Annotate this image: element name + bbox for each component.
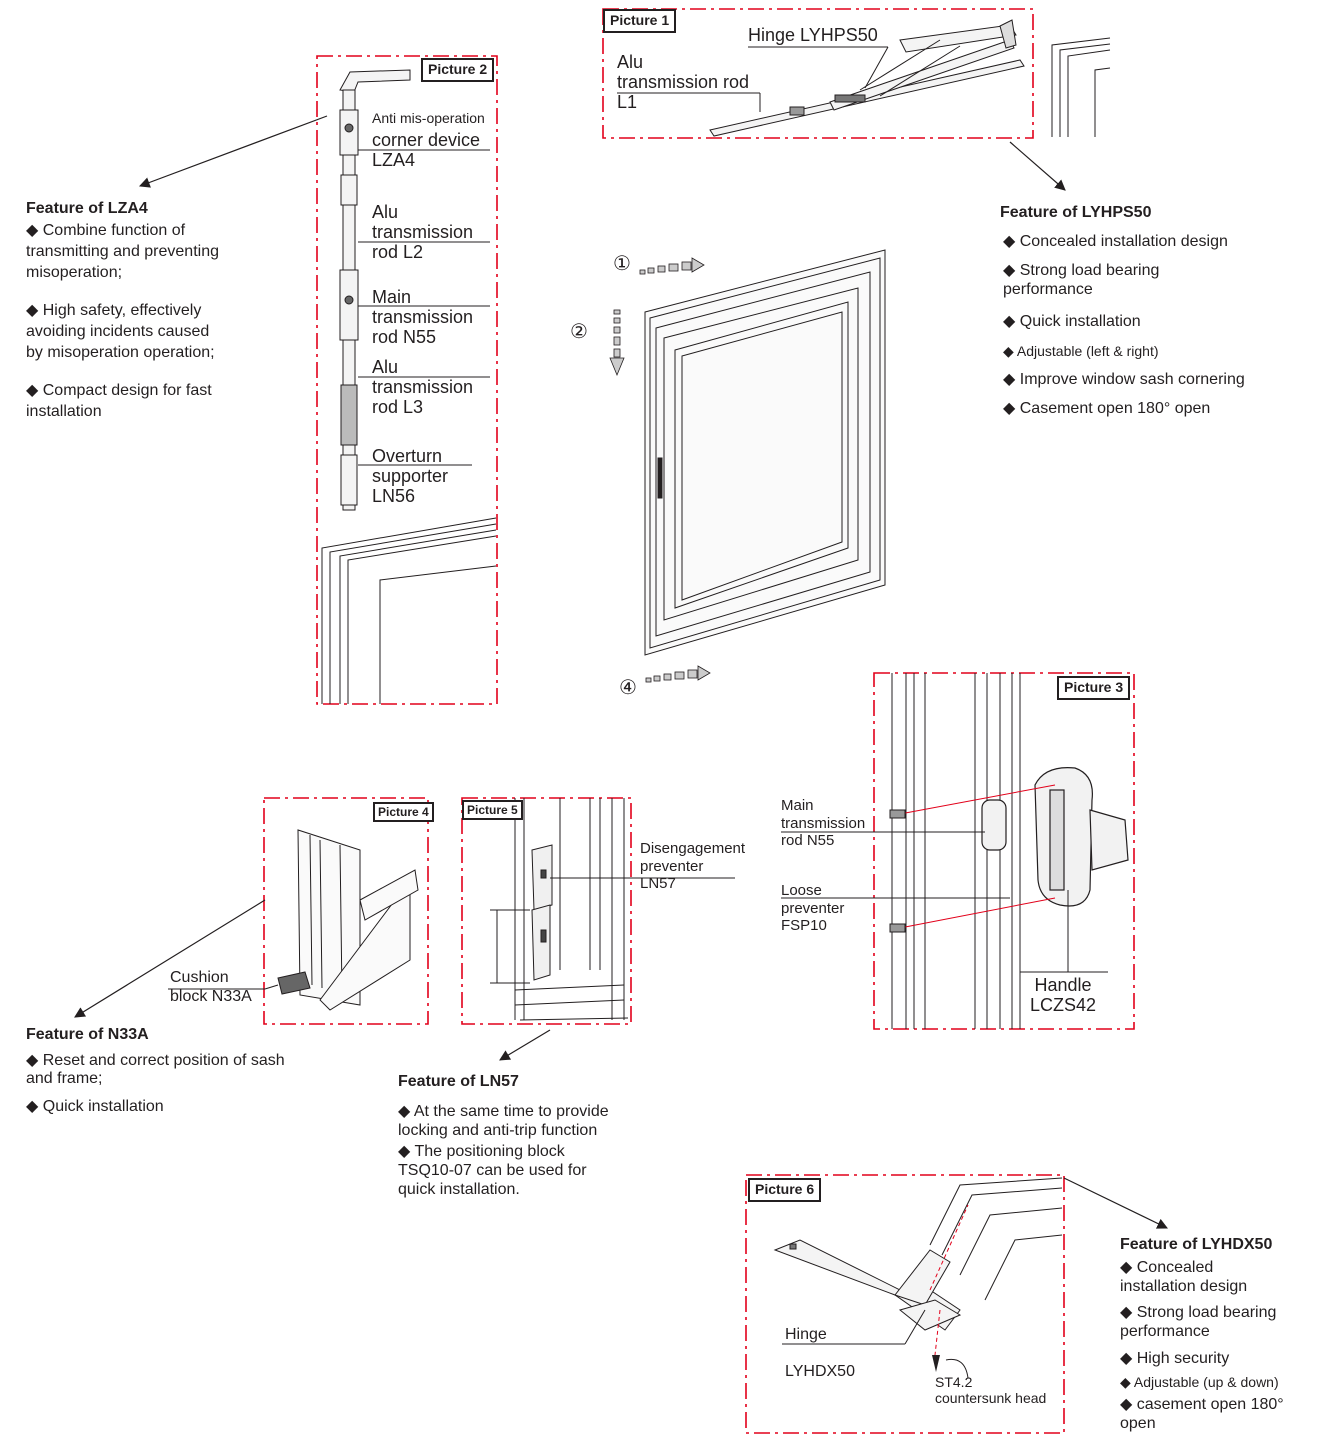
label-main-rod-n55: Main transmission rod N55 [372, 287, 474, 348]
feature-n33a-item-1: ◆ Reset and correct position of sash and… [26, 1052, 285, 1087]
picture-6-tag: Picture 6 [748, 1178, 822, 1202]
picture-3-tag: Picture 3 [1057, 676, 1131, 700]
feature-lyhps50-item-3: ◆ Quick installation [1003, 313, 1141, 330]
label-st42-screw: ST4.2 countersunk head [935, 1374, 1047, 1407]
rod-assembly-drawing [339, 69, 411, 511]
label-overturn-ln56: Overturn supporter LN56 [372, 446, 449, 507]
motion-arrows [609, 257, 711, 683]
feature-lyhps50-title: Feature of LYHPS50 [1000, 204, 1152, 221]
step-2-marker: ② [570, 319, 588, 343]
picture-2-tag: Picture 2 [421, 58, 495, 82]
feature-lyhps50-item-5: ◆ Improve window sash cornering [1003, 371, 1245, 388]
hinge-lyhps50-drawing [709, 19, 1025, 137]
feature-ln57-item-2: ◆ The positioning block TSQ10-07 can be … [398, 1143, 587, 1199]
step-1-marker: ① [613, 251, 631, 275]
feature-lyhdx50-item-1: ◆ Concealed installation design [1120, 1259, 1248, 1295]
step-4-marker: ④ [619, 675, 637, 699]
picture-1-tag: Picture 1 [603, 9, 677, 33]
label-cushion-block: Cushion block N33A [170, 969, 252, 1005]
feature-lyhps50-item-4: ◆ Adjustable (left & right) [1003, 343, 1159, 359]
label-main-rod-n55-p3: Main transmission rod N55 [781, 797, 866, 850]
feature-lyhps50-item-6: ◆ Casement open 180° open [1003, 400, 1211, 417]
feature-n33a-title: Feature of N33A [26, 1026, 149, 1043]
picture-6-frame [745, 1174, 1065, 1434]
arrow-lyhps50 [1009, 141, 1066, 191]
label-alu-rod-l2: Alu transmission rod L2 [372, 202, 474, 263]
label-alu-rod-l1: Alu transmission rod L1 [617, 52, 750, 113]
feature-lza4-title: Feature of LZA4 [26, 200, 148, 217]
feature-lyhdx50-item-5: ◆ casement open 180° open [1120, 1396, 1284, 1432]
feature-lza4-item-2: ◆ High safety, effectively avoiding inci… [26, 302, 215, 361]
picture-1-frame [602, 8, 1034, 139]
feature-lyhdx50-item-3: ◆ High security [1120, 1350, 1230, 1367]
arrow-n33a [74, 899, 266, 1018]
arrow-lza4 [138, 115, 328, 188]
label-hinge-lyhdx50: Hinge LYHDX50 [785, 1326, 855, 1381]
window-drawing [644, 249, 886, 656]
window-corner-1 [1051, 37, 1111, 137]
profile-lines-3 [891, 673, 1021, 1029]
arrow-ln57 [499, 1029, 551, 1061]
feature-lyhps50-item-2: ◆ Strong load bearing performance [1003, 262, 1160, 298]
feature-ln57-title: Feature of LN57 [398, 1073, 519, 1090]
hinge-lyhdx50-drawing [773, 1239, 962, 1331]
feature-lyhdx50-title: Feature of LYHDX50 [1120, 1236, 1273, 1253]
corner-profile-4 [277, 829, 419, 1011]
picture-5-tag: Picture 5 [462, 800, 523, 821]
feature-lyhps50-item-1: ◆ Concealed installation design [1003, 233, 1228, 250]
feature-lza4-item-1: ◆ Combine function of transmitting and p… [26, 222, 219, 281]
window-corner-2 [321, 517, 497, 704]
disengagement-preventer-drawing [531, 844, 553, 981]
label-anti-misoperation: Anti mis-operation [372, 110, 485, 126]
label-alu-rod-l3: Alu transmission rod L3 [372, 357, 474, 418]
picture-3-frame [873, 672, 1135, 1030]
handle-lczs42-drawing [981, 767, 1129, 907]
label-disengagement-preventer: Disengagement preventer LN57 [640, 840, 746, 893]
picture-4-frame [263, 797, 429, 1025]
label-handle-lczs42: Handle LCZS42 [1030, 975, 1097, 1016]
window-corner-6 [929, 1177, 1063, 1301]
feature-lyhdx50-item-4: ◆ Adjustable (up & down) [1120, 1374, 1279, 1390]
feature-lyhdx50-item-2: ◆ Strong load bearing performance [1120, 1304, 1277, 1340]
profile-lines-5 [514, 798, 629, 1021]
feature-ln57-item-1: ◆ At the same time to provide locking an… [398, 1103, 609, 1140]
feature-lza4-item-3: ◆ Compact design for fast installation [26, 382, 212, 420]
picture-5-frame [461, 797, 632, 1025]
feature-n33a-item-2: ◆ Quick installation [26, 1098, 164, 1115]
picture-4-tag: Picture 4 [373, 802, 434, 823]
label-loose-preventer: Loose preventer FSP10 [781, 882, 845, 935]
label-lza4: corner device LZA4 [372, 130, 481, 171]
label-hinge-lyhps50: Hinge LYHPS50 [748, 25, 878, 45]
picture-2-frame [316, 55, 498, 705]
arrow-lyhdx50 [1063, 1177, 1168, 1229]
